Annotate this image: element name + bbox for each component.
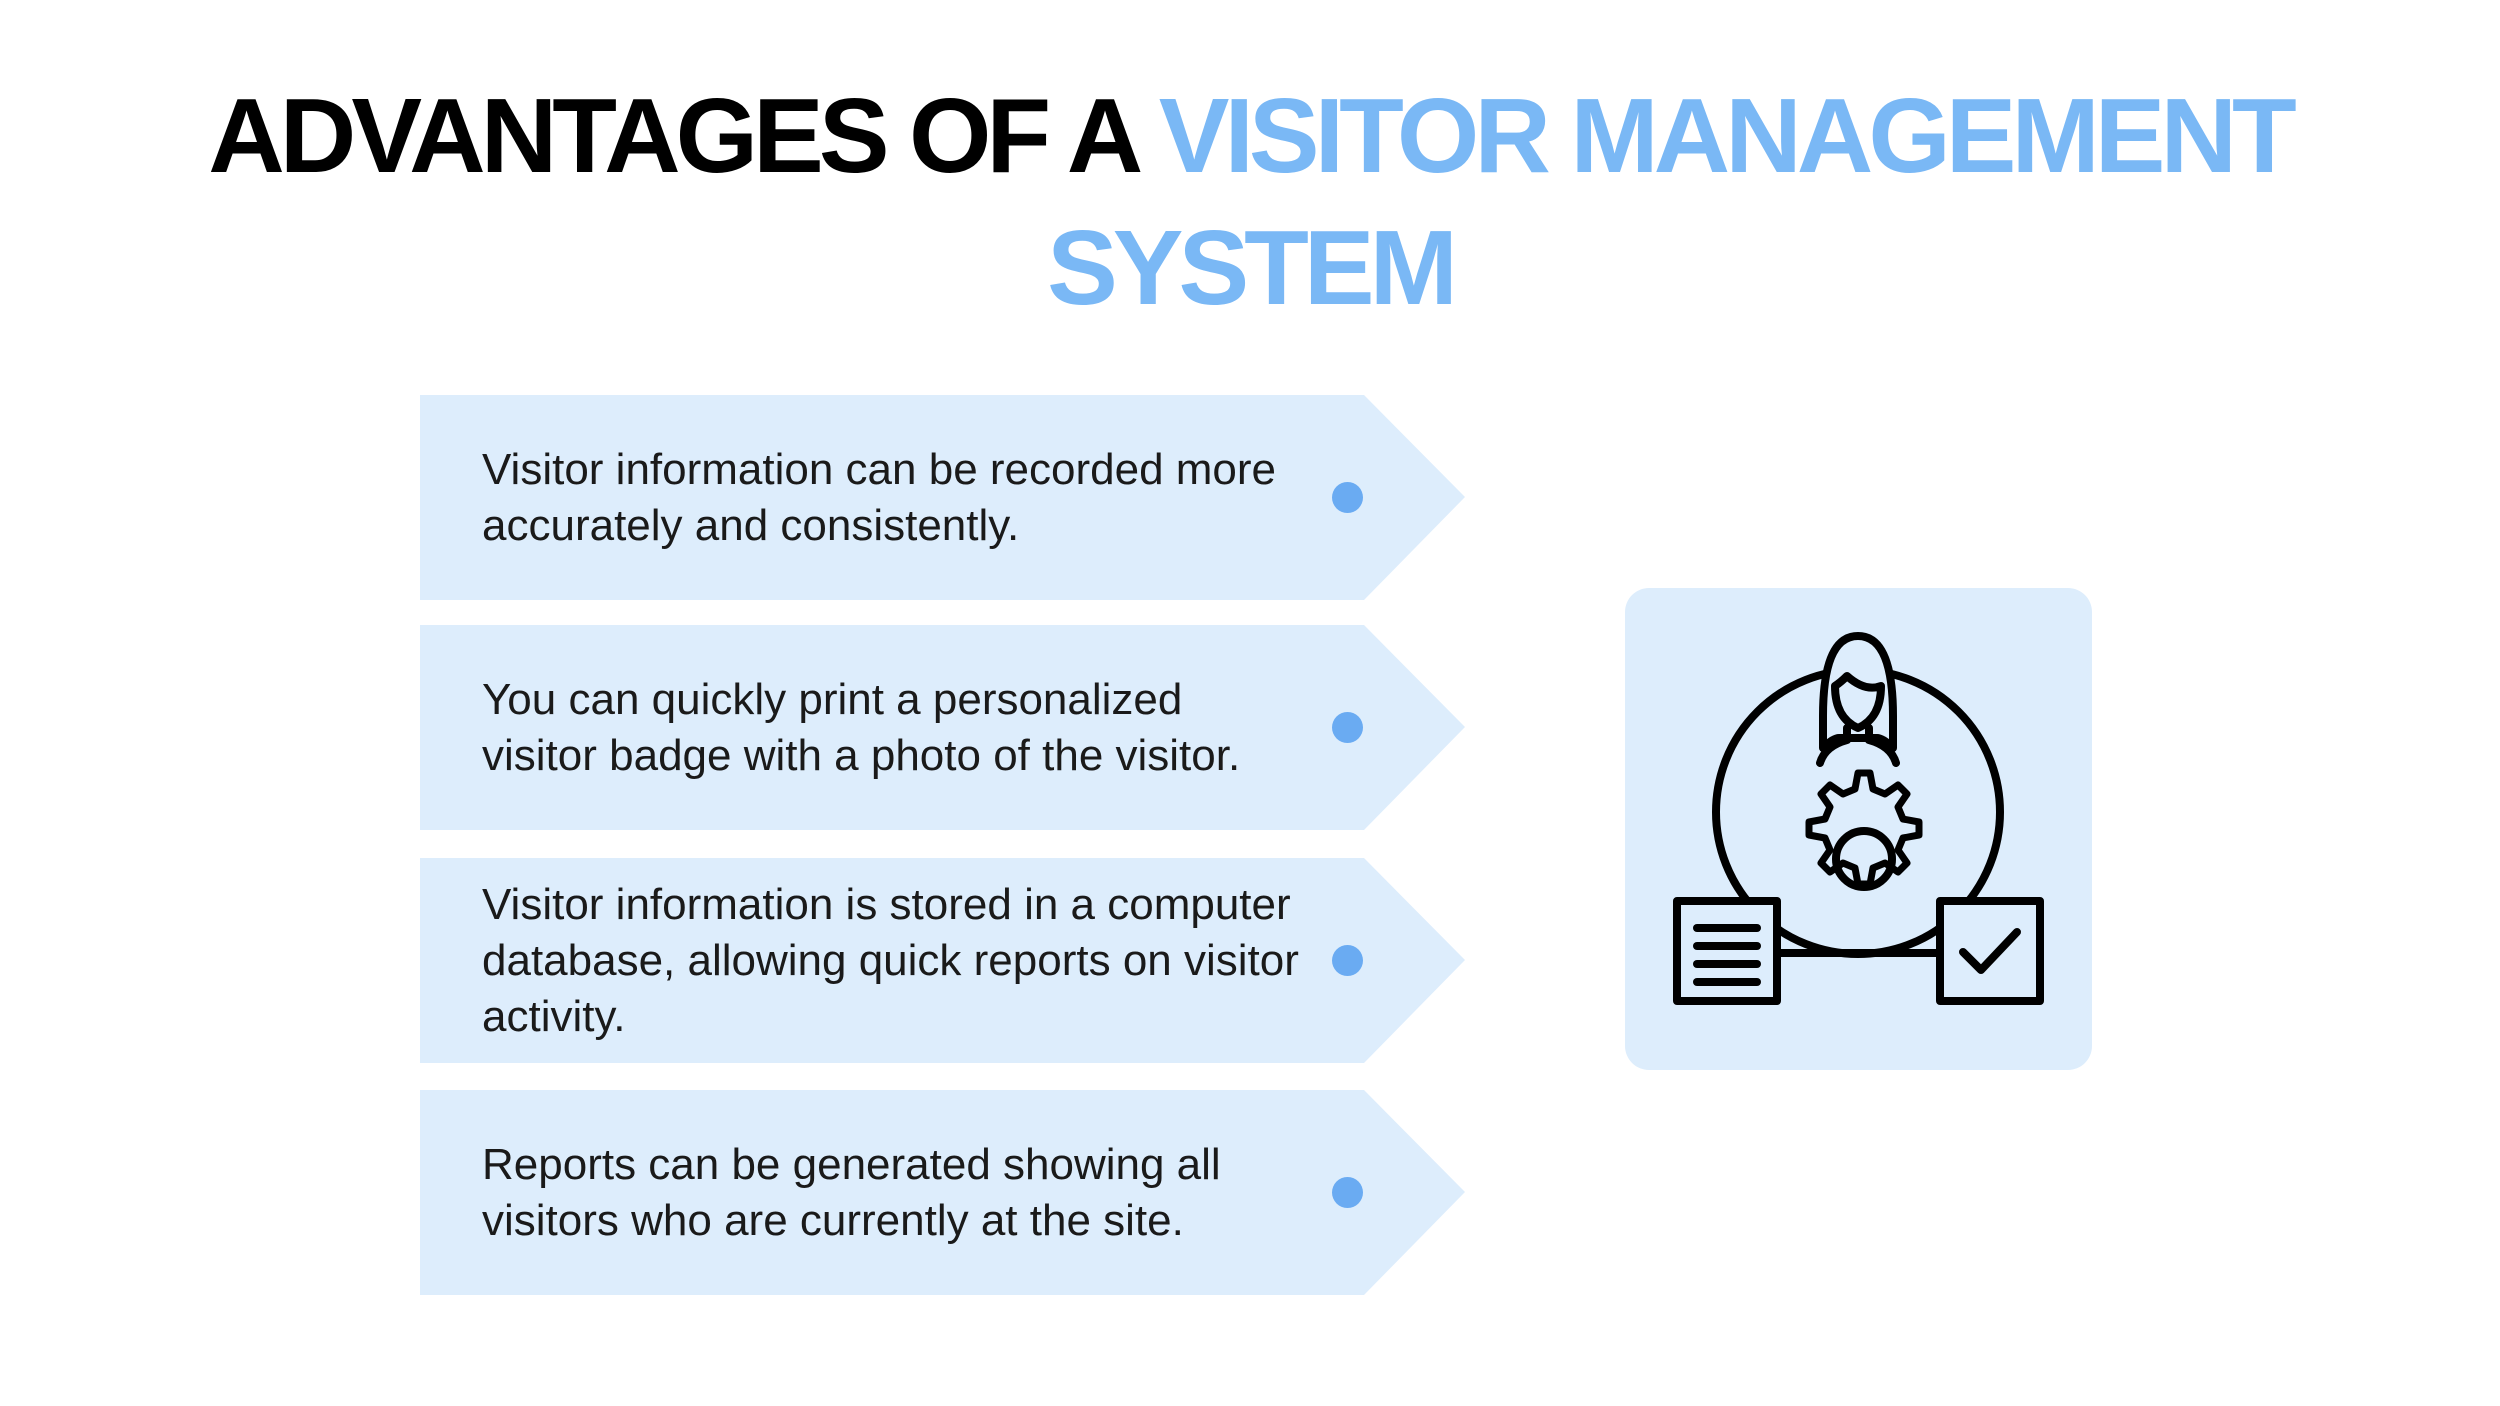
bullet-dot-4: [1332, 1177, 1363, 1208]
advantage-text-2: You can quickly print a personalized vis…: [482, 674, 1241, 780]
title-part-2: VISITOR MANAGEMENT SYSTEM: [1047, 77, 2297, 327]
bullet-dot-1: [1332, 482, 1363, 513]
advantage-text-1: Visitor information can be recorded more…: [482, 444, 1277, 550]
title-part-1: ADVANTAGES OF A: [208, 77, 1159, 195]
bullet-dot-3: [1332, 945, 1363, 976]
page-title: ADVANTAGES OF A VISITOR MANAGEMENT SYSTE…: [150, 70, 2350, 334]
advantage-card-1: Visitor information can be recorded more…: [420, 395, 1465, 600]
advantage-card-3: Visitor information is stored in a compu…: [420, 858, 1465, 1063]
advantage-card-4: Reports can be generated showing all vis…: [420, 1090, 1465, 1295]
advantage-text-3: Visitor information is stored in a compu…: [482, 879, 1299, 1041]
icon-panel: [1625, 588, 2092, 1070]
advantage-card-2: You can quickly print a personalized vis…: [420, 625, 1465, 830]
bullet-dot-2: [1332, 712, 1363, 743]
visitor-management-icon: [1673, 632, 2044, 1005]
advantage-text-4: Reports can be generated showing all vis…: [482, 1139, 1221, 1245]
advantages-list: Visitor information can be recorded more…: [420, 395, 1465, 1295]
